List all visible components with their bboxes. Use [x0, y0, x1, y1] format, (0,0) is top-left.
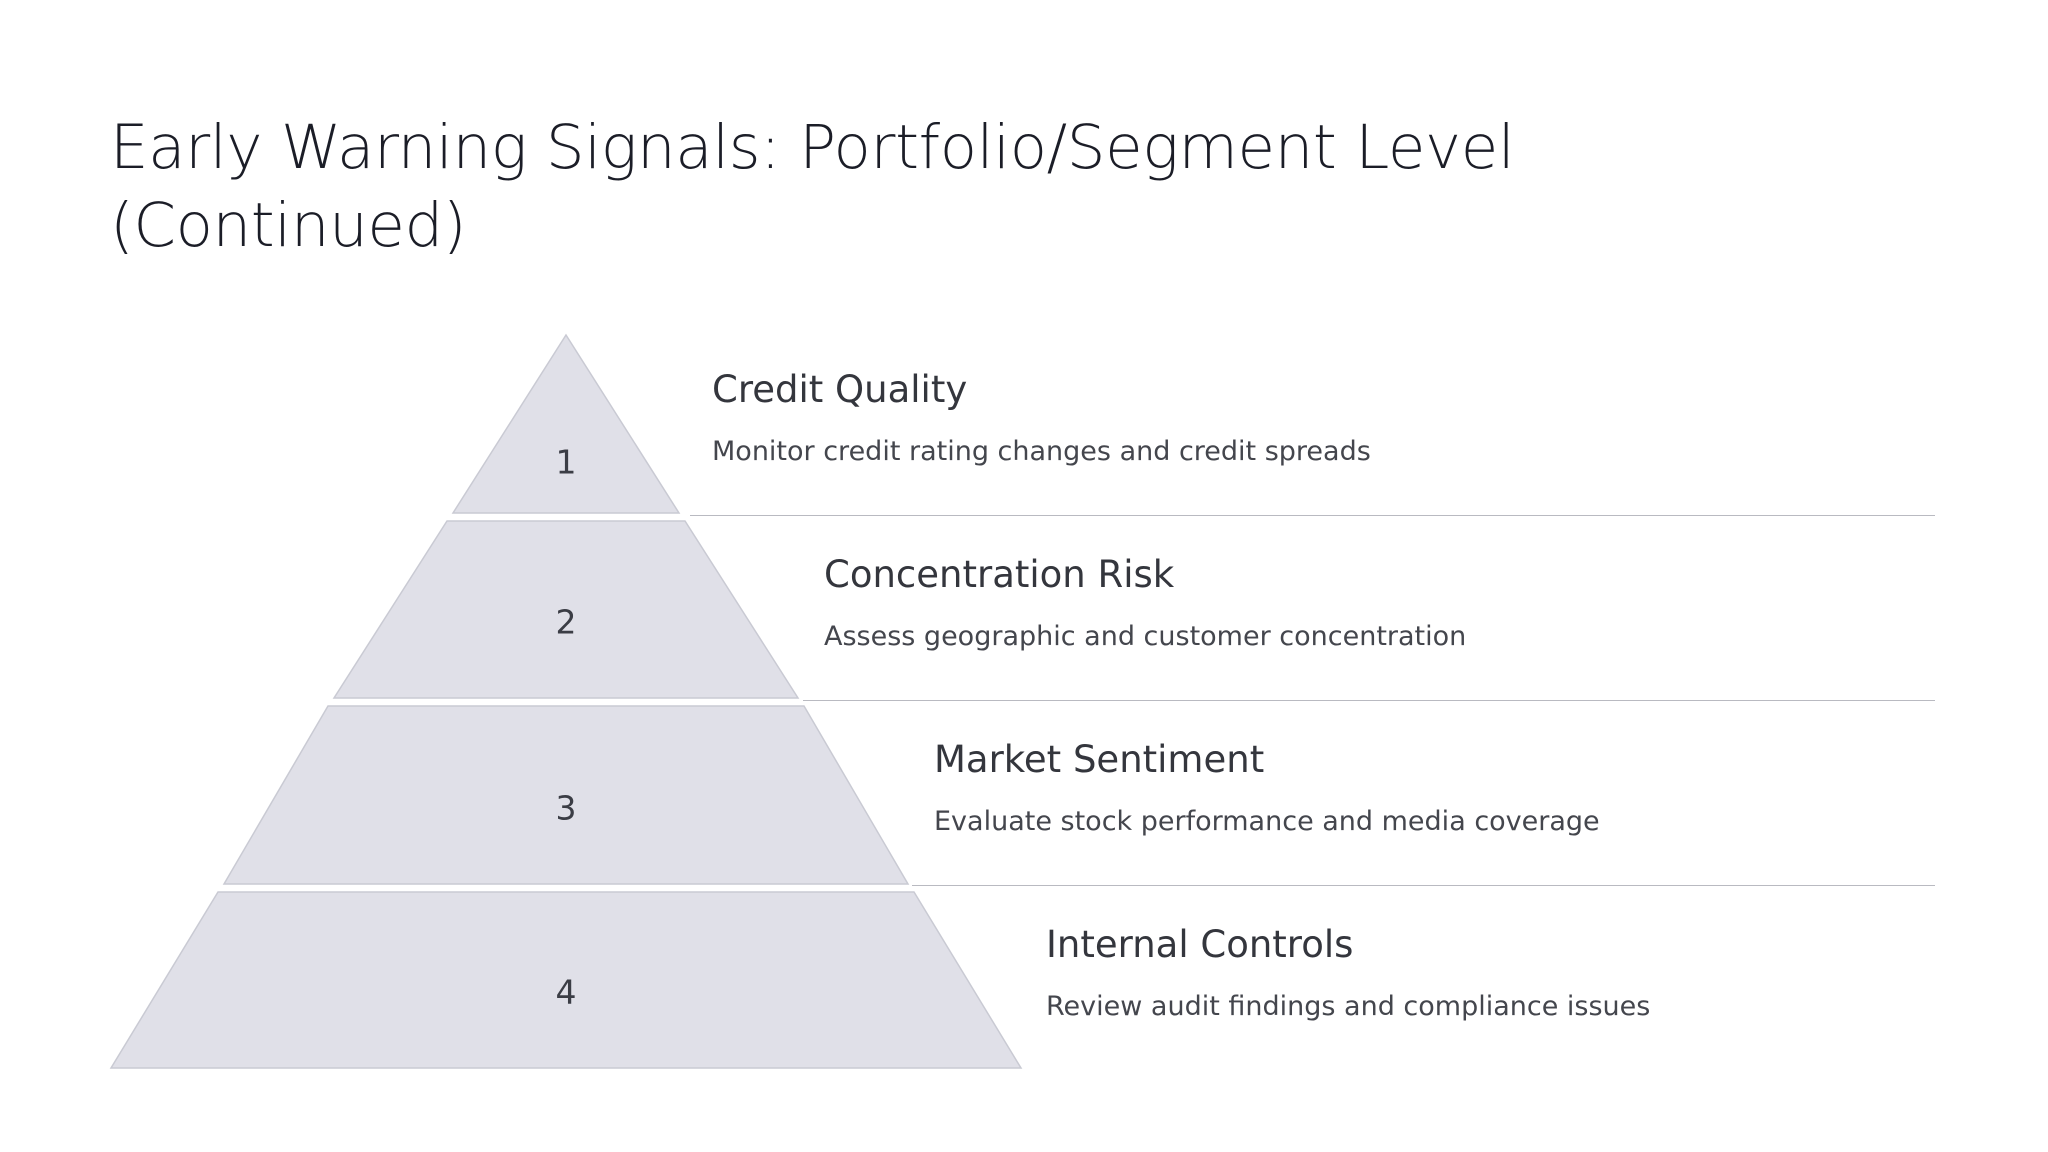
- pyramid-band-4-number: 4: [555, 972, 577, 1012]
- pyramid-level-2-description: Assess geographic and customer concentra…: [824, 621, 1467, 653]
- divider-level-1: [690, 515, 1935, 516]
- pyramid-level-2-title: Concentration Risk: [824, 553, 1175, 596]
- divider-level-2: [803, 700, 1935, 701]
- pyramid-level-1-description: Monitor credit rating changes and credit…: [712, 436, 1371, 468]
- pyramid-band-3-number: 3: [555, 788, 577, 828]
- pyramid-band-2[interactable]: [332, 520, 800, 699]
- pyramid-level-4-text: Internal Controls Review audit findings …: [1046, 923, 1650, 1024]
- pyramid-level-1-title: Credit Quality: [712, 368, 968, 411]
- pyramid-level-4-title: Internal Controls: [1046, 923, 1354, 966]
- page-title: Early Warning Signals: Portfolio/Segment…: [110, 111, 1515, 261]
- pyramid-level-3-description: Evaluate stock performance and media cov…: [934, 806, 1600, 838]
- pyramid-level-2-text: Concentration Risk Assess geographic and…: [824, 553, 1466, 654]
- pyramid-band-3[interactable]: [222, 705, 910, 885]
- pyramid-level-1-text: Credit Quality Monitor credit rating cha…: [712, 368, 1371, 469]
- pyramid-band-1[interactable]: [451, 333, 681, 514]
- pyramid-level-3-title: Market Sentiment: [934, 738, 1265, 781]
- pyramid-band-1-number: 1: [555, 442, 577, 482]
- divider-level-3: [912, 885, 1935, 886]
- pyramid-level-3-text: Market Sentiment Evaluate stock performa…: [934, 738, 1600, 839]
- pyramid-band-2-number: 2: [555, 602, 577, 642]
- pyramid-level-4-description: Review audit findings and compliance iss…: [1046, 991, 1651, 1023]
- pyramid-band-4[interactable]: [109, 891, 1023, 1069]
